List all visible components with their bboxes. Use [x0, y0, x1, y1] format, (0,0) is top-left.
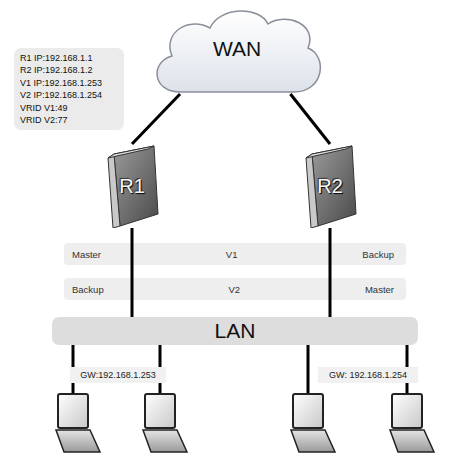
lan-wire: [307, 345, 310, 396]
wan-cloud: WAN: [148, 4, 326, 94]
node-text: R1 IP:192.168.1.1: [20, 52, 124, 65]
laptop-symbol: [291, 394, 335, 452]
node-text: LAN: [215, 319, 256, 343]
node-text: R1: [119, 175, 145, 198]
network-link: [131, 228, 134, 317]
node-text: VRID V2:77: [20, 114, 124, 127]
node-text: R2: [317, 175, 343, 198]
network-link: [329, 228, 332, 317]
lan-band: LAN: [52, 317, 418, 345]
node-text: Backup: [72, 284, 104, 295]
lan-wires: [73, 345, 407, 396]
node-text: V2: [229, 284, 241, 295]
laptop-symbol: [390, 394, 434, 452]
router-device: R1: [104, 144, 160, 228]
node-text: Backup: [362, 249, 394, 260]
node-text: GW:192.168.1.253: [80, 370, 155, 380]
node-text: V1: [226, 249, 238, 260]
node-text: GW: 192.168.1.254: [329, 370, 407, 380]
laptop-symbol: [143, 394, 187, 452]
laptop-symbol: [56, 394, 100, 452]
info-box: R1 IP:192.168.1.1R2 IP:192.168.1.2V1 IP:…: [14, 48, 124, 130]
node-text: VRID V1:49: [20, 102, 124, 115]
node-text: V2 IP:192.168.1.254: [20, 89, 124, 102]
gateway-label: GW:192.168.1.253: [70, 367, 166, 383]
node-text: WAN: [213, 37, 261, 61]
node-text: V1 IP:192.168.1.253: [20, 77, 124, 90]
network-link: [132, 94, 180, 144]
vrrp-band: Backup V2 Master: [64, 278, 406, 300]
node-text: R2 IP:192.168.1.2: [20, 64, 124, 77]
vrrp-band: Master V1 Backup: [64, 243, 406, 265]
node-text: Master: [365, 284, 394, 295]
router-device: R2: [302, 144, 358, 228]
gateway-label: GW: 192.168.1.254: [318, 367, 418, 383]
network-link: [290, 94, 330, 144]
node-text: Master: [72, 249, 101, 260]
